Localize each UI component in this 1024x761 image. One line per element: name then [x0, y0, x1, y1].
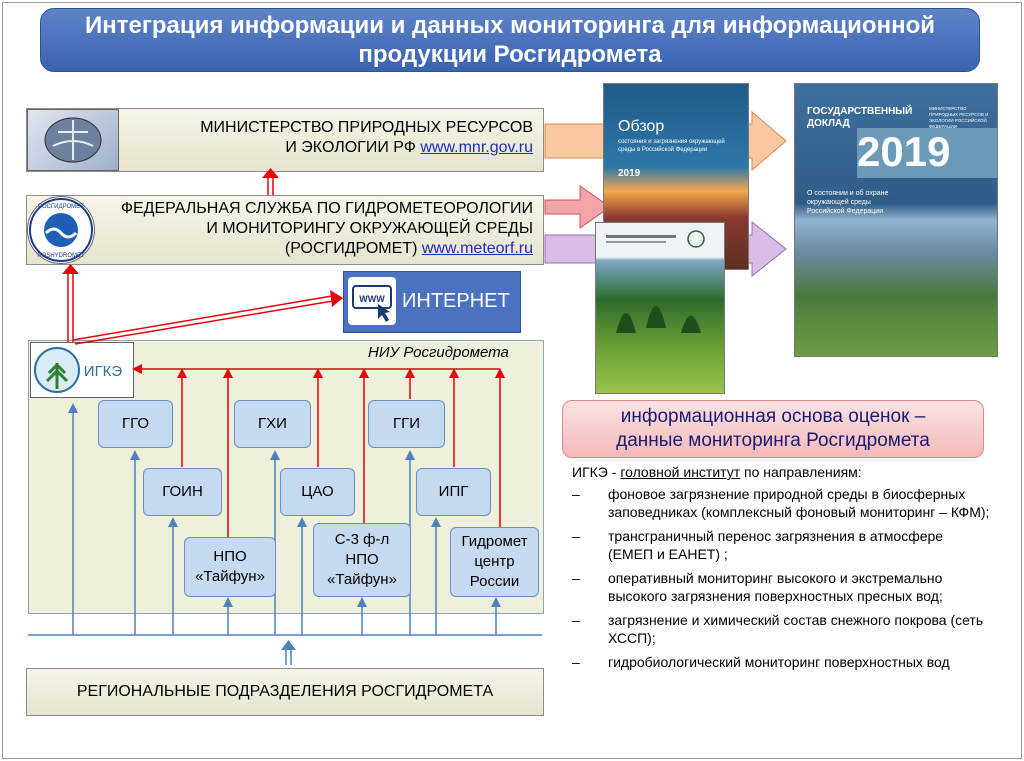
node-npo-line1: НПО	[213, 548, 247, 565]
cover-report-sub2: окружающей среды	[807, 199, 871, 206]
igke-logo-text: ИГКЭ	[84, 363, 123, 380]
cover-green-review	[595, 222, 725, 394]
node-gm-line2: центр	[474, 553, 515, 570]
cover-state-report: МИНИСТЕРСТВО ПРИРОДНЫХ РЕСУРСОВ И ЭКОЛОГ…	[794, 83, 998, 357]
igke-directions-list: фоновое загрязнение природной среды в би…	[572, 485, 992, 671]
ministry-line2: И ЭКОЛОГИИ РФ	[285, 139, 416, 156]
node-npo-line2: «Тайфун»	[195, 568, 265, 585]
node-sz-line1: С-3 ф-л	[334, 531, 390, 548]
internet-box[interactable]: WWW ИНТЕРНЕТ	[343, 271, 521, 333]
node-ggo[interactable]: ГГО	[98, 400, 173, 448]
igke-directions-head: ИГКЭ - головной институт по направлениям…	[572, 463, 992, 481]
igke-suffix: по направлениям:	[740, 464, 862, 480]
cover-report-head1: ГОСУДАРСТВЕННЫЙ	[807, 106, 913, 117]
roshydromet-line2: И МОНИТОРИНГУ ОКРУЖАЮЩЕЙ СРЕДЫ	[206, 220, 533, 237]
igke-directions: ИГКЭ - головной институт по направлениям…	[572, 463, 992, 677]
niu-label: НИУ Росгидромета	[368, 344, 509, 361]
info-basis-banner: информационная основа оценок – данные мо…	[562, 400, 984, 458]
roshydromet-link[interactable]: www.meteorf.ru	[421, 240, 533, 257]
node-ghi[interactable]: ГХИ	[234, 400, 311, 448]
cover-report-year-band	[857, 128, 997, 178]
list-item: гидробиологический мониторинг поверхност…	[572, 653, 992, 671]
cover-report-head2: ДОКЛАД	[807, 118, 850, 129]
cover-obzor-year: 2019	[618, 168, 641, 179]
cover-green-landscape	[606, 230, 705, 333]
cover-report-sub1: О состоянии и об охране	[807, 190, 889, 197]
roshydromet-emblem-icon: РОСГИДРОМЕТ ROSHYDROMET	[29, 198, 93, 262]
list-item: трансграничный перенос загрязнения в атм…	[572, 527, 992, 563]
igke-logo: ИГКЭ	[30, 342, 134, 398]
cover-obzor-sub: состояния и загрязнения окружающей среды…	[618, 139, 725, 153]
list-item: загрязнение и химический состав снежного…	[572, 611, 992, 647]
igke-prefix: ИГКЭ -	[572, 464, 621, 480]
roshydromet-line3-row: (РОСГИДРОМЕТ) www.meteorf.ru	[121, 239, 533, 259]
regional-units-text: РЕГИОНАЛЬНЫЕ ПОДРАЗДЕЛЕНИЯ РОСГИДРОМЕТА	[76, 683, 494, 700]
igke-emblem-icon: ИГКЭ	[34, 347, 123, 393]
internet-label: ИНТЕРНЕТ	[402, 290, 510, 312]
igke-head-underlined: головной институт	[620, 464, 741, 480]
ministry-emblem-icon	[44, 117, 102, 163]
info-basis-line2: данные мониторинга Росгидромета	[616, 430, 930, 451]
cover-report-year: 2019	[857, 128, 951, 175]
www-icon-text: WWW	[359, 294, 385, 304]
node-gidromet[interactable]: Гидромет центр России	[450, 527, 539, 597]
list-item: фоновое загрязнение природной среды в би…	[572, 485, 992, 521]
node-cao[interactable]: ЦАО	[280, 468, 355, 516]
roshydromet-line3: (РОСГИДРОМЕТ)	[284, 240, 418, 257]
cover-report-ministry: МИНИСТЕРСТВО ПРИРОДНЫХ РЕСУРСОВ И ЭКОЛОГ…	[929, 106, 989, 129]
info-basis-line1: информационная основа оценок –	[620, 406, 926, 427]
roshydromet-bar: ФЕДЕРАЛЬНАЯ СЛУЖБА ПО ГИДРОМЕТЕОРОЛОГИИ …	[26, 195, 544, 265]
ministry-line2-row: И ЭКОЛОГИИ РФ www.mnr.gov.ru	[200, 138, 533, 158]
node-sz-line3: «Тайфун»	[327, 571, 397, 588]
www-icon: WWW	[348, 277, 396, 325]
roshydromet-text: ФЕДЕРАЛЬНАЯ СЛУЖБА ПО ГИДРОМЕТЕОРОЛОГИИ …	[121, 199, 533, 259]
ministry-line1: МИНИСТЕРСТВО ПРИРОДНЫХ РЕСУРСОВ	[200, 119, 533, 136]
node-npo-taifun[interactable]: НПО «Тайфун»	[184, 537, 276, 597]
node-gm-line1: Гидромет	[461, 533, 528, 550]
node-sz-line2: НПО	[345, 551, 379, 568]
node-ggi[interactable]: ГГИ	[368, 400, 445, 448]
ministry-link[interactable]: www.mnr.gov.ru	[420, 139, 533, 156]
cover-obzor-title: Обзор	[618, 118, 665, 135]
roshydromet-logo-top: РОСГИДРОМЕТ	[38, 204, 84, 210]
node-goin[interactable]: ГОИН	[143, 468, 222, 516]
roshydromet-logo-bottom: ROSHYDROMET	[37, 253, 85, 259]
node-sz-npo-taifun[interactable]: С-3 ф-л НПО «Тайфун»	[313, 523, 411, 597]
list-item: оперативный мониторинг высокого и экстре…	[572, 569, 992, 605]
info-basis-text: информационная основа оценок – данные мо…	[616, 405, 930, 453]
node-gm-line3: России	[469, 573, 520, 590]
slide-title-text: Интеграция информации и данных мониторин…	[84, 12, 935, 68]
slide-title: Интеграция информации и данных мониторин…	[40, 8, 980, 72]
ministry-logo	[27, 109, 119, 171]
regional-units-bar: РЕГИОНАЛЬНЫЕ ПОДРАЗДЕЛЕНИЯ РОСГИДРОМЕТА	[26, 668, 544, 716]
roshydromet-line1: ФЕДЕРАЛЬНАЯ СЛУЖБА ПО ГИДРОМЕТЕОРОЛОГИИ	[120, 200, 533, 217]
cover-report-sub3: Российской Федерации	[807, 208, 884, 215]
ministry-text: МИНИСТЕРСТВО ПРИРОДНЫХ РЕСУРСОВ И ЭКОЛОГ…	[200, 118, 533, 158]
roshydromet-logo: РОСГИДРОМЕТ ROSHYDROMET	[27, 196, 95, 264]
node-ipg[interactable]: ИПГ	[416, 468, 491, 516]
